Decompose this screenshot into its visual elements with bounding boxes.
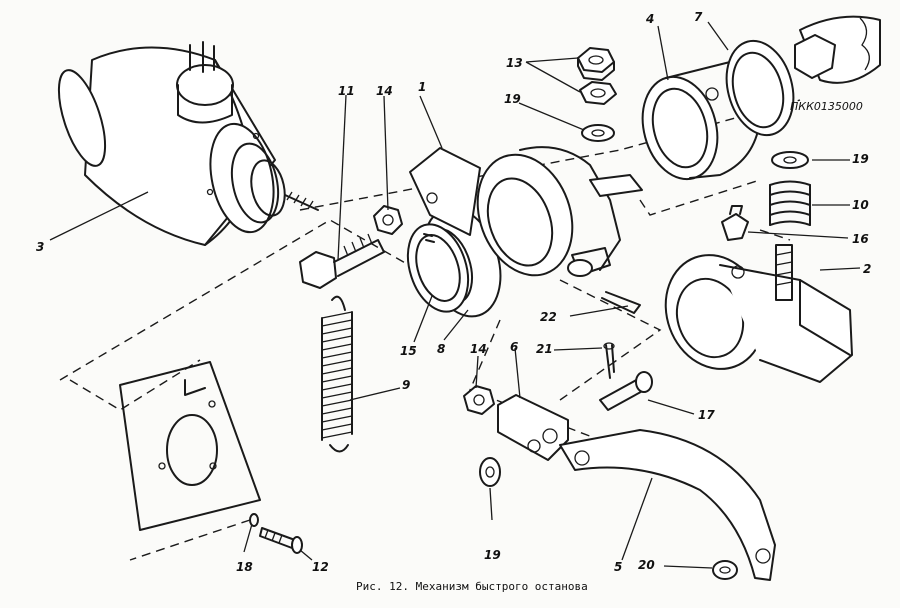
label-16: 16 [852, 232, 869, 246]
nut-lower [463, 385, 495, 415]
washer-small [249, 513, 259, 527]
washer-end [712, 560, 738, 580]
label-2: 2 [863, 262, 872, 276]
label-14-upper: 14 [376, 84, 393, 98]
label-15: 15 [400, 344, 417, 358]
label-13: 13 [506, 56, 523, 70]
nut-upper [373, 205, 403, 235]
label-19-lower: 19 [484, 548, 501, 562]
label-18: 18 [236, 560, 253, 574]
label-20: 20 [638, 558, 655, 572]
label-17: 17 [698, 408, 715, 422]
seal-ring [725, 39, 795, 137]
washer-lower [479, 457, 501, 487]
label-4: 4 [646, 12, 655, 26]
solenoid [57, 41, 319, 246]
nuts-pair [577, 47, 617, 105]
label-8: 8 [437, 342, 446, 356]
lever-arm [559, 429, 776, 581]
figure-caption: Рис. 12. Механизм быстрого останова [356, 580, 588, 593]
label-5: 5 [614, 560, 623, 574]
mounting-plate [119, 361, 261, 531]
label-19-right: 19 [852, 152, 869, 166]
grease-fitting [721, 205, 749, 241]
bolt [299, 233, 385, 289]
drawing-code: ПКК0135000 [790, 100, 863, 113]
label-1: 1 [418, 80, 427, 94]
reference-housing [794, 15, 881, 84]
washer-right [771, 151, 809, 169]
cotter-pin-small [603, 342, 615, 379]
washer-top [581, 124, 615, 142]
label-22: 22 [540, 310, 557, 324]
label-19-top: 19 [504, 92, 521, 106]
label-3: 3 [36, 240, 45, 254]
lower-bracket [664, 244, 853, 383]
screw [259, 527, 303, 554]
label-12: 12 [312, 560, 329, 574]
tension-spring [321, 295, 353, 453]
clevis-link [497, 394, 569, 461]
compression-spring [769, 180, 811, 226]
label-6: 6 [510, 340, 519, 354]
label-10: 10 [852, 198, 869, 212]
clevis-pin [599, 371, 653, 411]
label-14-lower: 14 [470, 342, 487, 356]
leader-lines [49, 21, 861, 569]
label-11: 11 [338, 84, 355, 98]
label-7: 7 [694, 10, 703, 24]
label-21: 21 [536, 342, 553, 356]
label-9: 9 [402, 378, 411, 392]
bracket-body [409, 146, 643, 277]
cotter-pin-lower [601, 291, 641, 314]
